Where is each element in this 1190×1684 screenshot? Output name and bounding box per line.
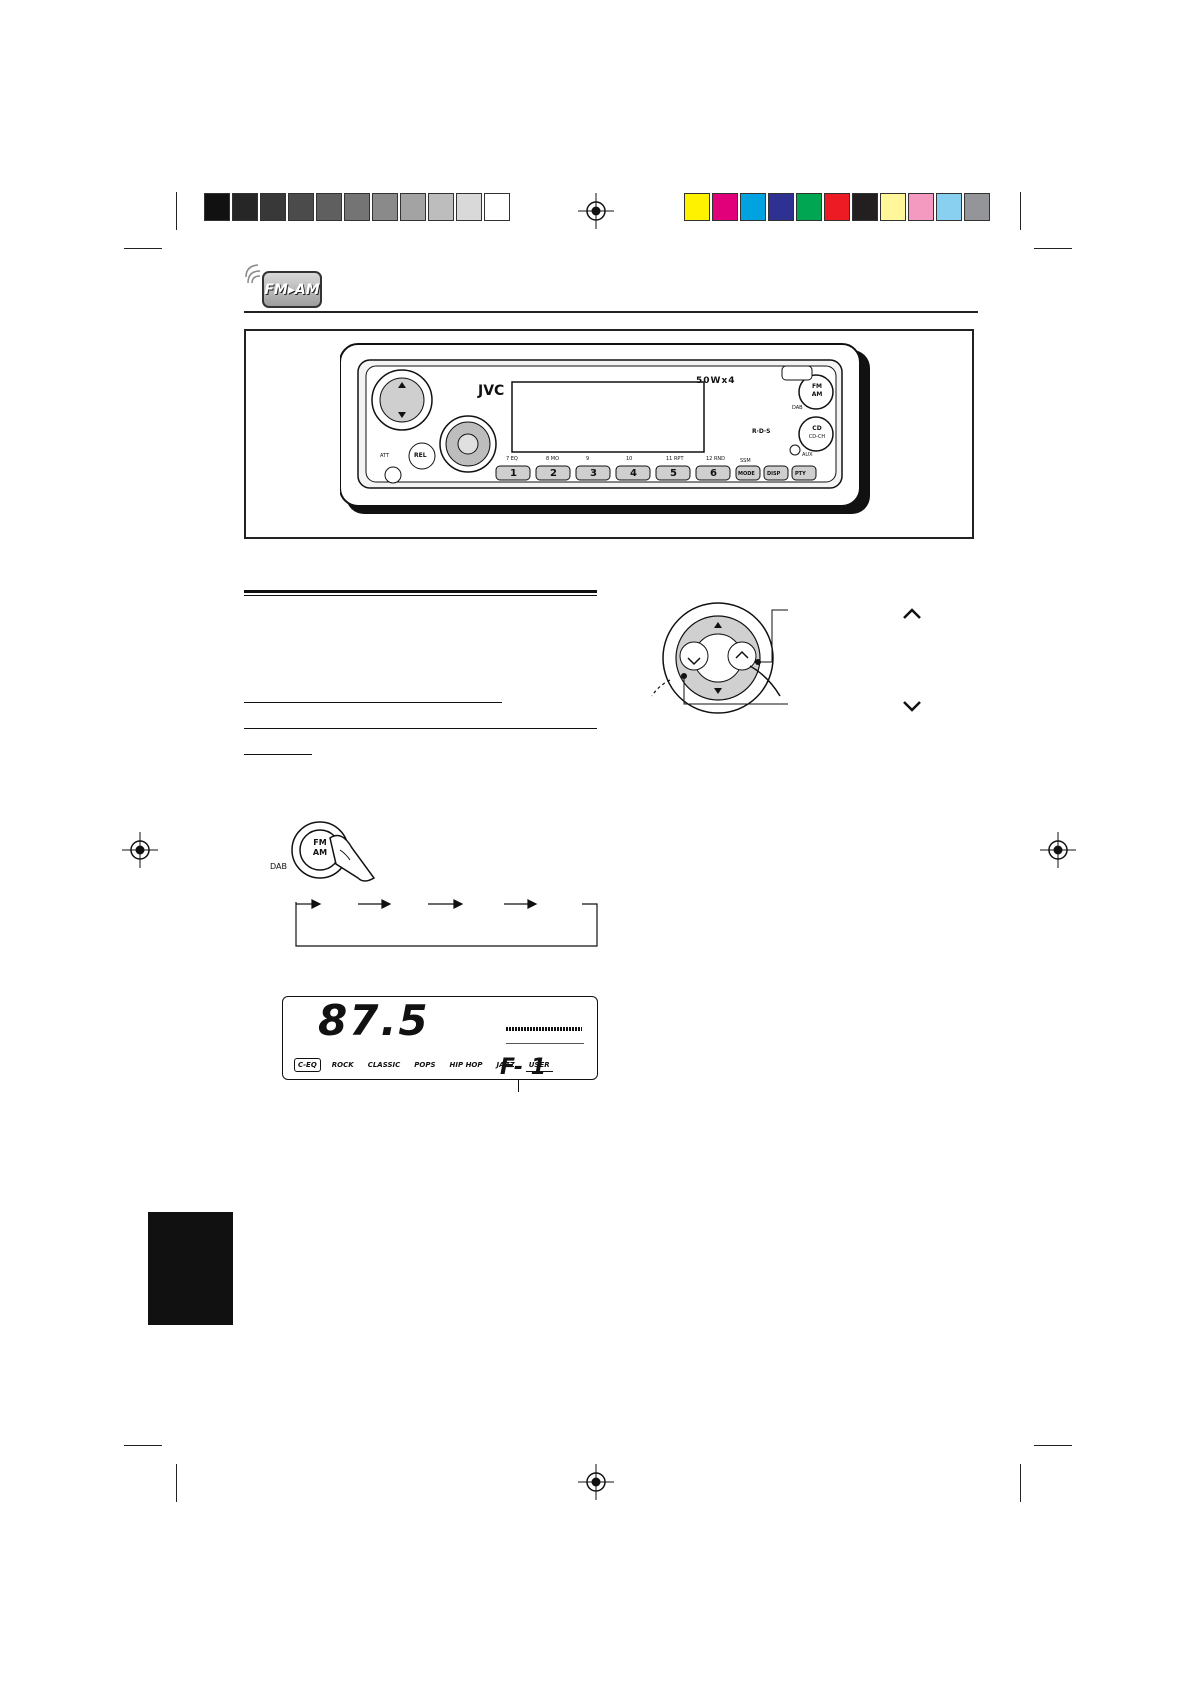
cd-button-label: CD — [812, 425, 822, 432]
heading-rule-thin — [244, 595, 597, 596]
preset-button-3[interactable]: 3 — [590, 468, 597, 479]
lcd-display-illustration — [282, 996, 598, 1080]
registration-target-icon — [1040, 832, 1076, 868]
registration-target-icon — [578, 193, 614, 229]
preset-button-2[interactable]: 2 — [550, 468, 557, 479]
fm-am-button-closeup[interactable]: FM AM — [308, 838, 332, 858]
calibration-swatch — [344, 193, 370, 221]
preset-button-5[interactable]: 5 — [670, 468, 677, 479]
brand-logo: JVC — [478, 383, 505, 399]
crop-mark — [176, 192, 177, 230]
att-label: ATT — [380, 453, 390, 459]
calibration-swatch — [316, 193, 342, 221]
calibration-swatch — [428, 193, 454, 221]
calibration-swatch — [768, 193, 794, 221]
calibration-swatch — [796, 193, 822, 221]
lcd-frequency: 87.5 — [318, 996, 430, 1045]
cd-button-label: CD-CH — [808, 434, 826, 440]
calibration-swatch — [740, 193, 766, 221]
mode-button[interactable]: MODE — [738, 471, 755, 477]
head-unit-illustration-frame — [244, 329, 974, 539]
eq-mode-label: CLASSIC — [367, 1061, 401, 1069]
calibration-swatch — [484, 193, 510, 221]
calibration-swatch — [824, 193, 850, 221]
calibration-swatch — [456, 193, 482, 221]
calibration-swatch — [372, 193, 398, 221]
eq-mode-label: C-EQ — [294, 1058, 321, 1072]
seek-control-illustration — [651, 602, 921, 714]
calibration-swatch — [936, 193, 962, 221]
eq-mode-row: C-EQ ROCK CLASSIC POPS HIP HOP JAZZ USER — [294, 1058, 553, 1072]
power-rating-label: 50Wx4 — [696, 376, 736, 386]
disp-button[interactable]: DISP — [767, 471, 781, 477]
language-thumb-tab — [148, 1212, 233, 1325]
rds-logo: R·D·S — [752, 428, 771, 435]
preset-secondary-label: 7 EQ — [506, 456, 518, 462]
badge-text: FM▸AM — [264, 281, 320, 298]
preset-secondary-label: 8 MO — [546, 456, 560, 462]
dab-label: DAB — [792, 405, 803, 411]
signal-waves-icon — [245, 264, 261, 284]
rel-button[interactable]: REL — [414, 452, 427, 459]
eq-mode-label: HIP HOP — [449, 1061, 483, 1069]
dab-closeup-label: DAB — [270, 862, 287, 871]
fm-am-closeup-label: FM — [313, 838, 327, 847]
crop-mark — [1034, 1445, 1072, 1446]
preset-button-1[interactable]: 1 — [510, 468, 517, 479]
head-unit-faceplate — [340, 343, 870, 514]
calibration-swatch — [684, 193, 710, 221]
crop-mark — [124, 248, 162, 249]
heading-rule — [244, 590, 597, 593]
calibration-swatch — [712, 193, 738, 221]
fm-am-button[interactable]: FM AM — [806, 383, 828, 399]
registration-target-icon — [578, 1464, 614, 1500]
preset-secondary-label: 10 — [626, 456, 633, 462]
calibration-swatch — [852, 193, 878, 221]
eq-mode-label: JAZZ — [496, 1061, 515, 1069]
section-rule — [244, 311, 978, 313]
lcd-band-indicator: F- 1 — [500, 1055, 547, 1080]
finger-pressing-fm-am-icon — [291, 821, 376, 882]
registration-target-icon — [122, 832, 158, 868]
fm-am-section-badge: FM▸AM — [262, 271, 322, 308]
eq-mode-label: USER — [525, 1059, 553, 1072]
calibration-swatch — [204, 193, 230, 221]
underline-rule — [244, 702, 502, 703]
calibration-swatch — [400, 193, 426, 221]
band-cycle-diagram — [295, 899, 598, 947]
calibration-swatch — [880, 193, 906, 221]
cd-button[interactable]: CD CD-CH — [802, 425, 832, 441]
underline-rule — [244, 754, 312, 755]
calibration-swatch — [288, 193, 314, 221]
crop-mark — [1020, 1464, 1021, 1502]
fm-am-button-label: AM — [811, 391, 823, 398]
band-callout-line — [518, 1080, 519, 1092]
lcd-divider — [506, 1043, 584, 1044]
eq-mode-label: ROCK — [331, 1061, 354, 1069]
calibration-swatch — [232, 193, 258, 221]
fm-am-button-label: FM — [811, 383, 823, 390]
preset-button-4[interactable]: 4 — [630, 468, 637, 479]
preset-button-6[interactable]: 6 — [710, 468, 717, 479]
crop-mark — [1034, 248, 1072, 249]
preset-secondary-label: 11 RPT — [666, 456, 684, 462]
ssm-label: SSM — [740, 458, 751, 464]
crop-mark — [176, 1464, 177, 1502]
preset-secondary-label: 12 RND — [706, 456, 726, 462]
pty-button[interactable]: PTY — [795, 471, 806, 477]
crop-mark — [124, 1445, 162, 1446]
calibration-swatch — [260, 193, 286, 221]
calibration-swatch — [908, 193, 934, 221]
preset-secondary-label: 9 — [586, 456, 590, 462]
fm-am-closeup-label: AM — [312, 848, 328, 857]
signal-meter — [506, 1027, 582, 1031]
aux-label: AUX — [802, 452, 813, 458]
crop-mark — [1020, 192, 1021, 230]
underline-rule — [244, 728, 597, 729]
calibration-swatch — [964, 193, 990, 221]
eq-mode-label: POPS — [414, 1061, 436, 1069]
